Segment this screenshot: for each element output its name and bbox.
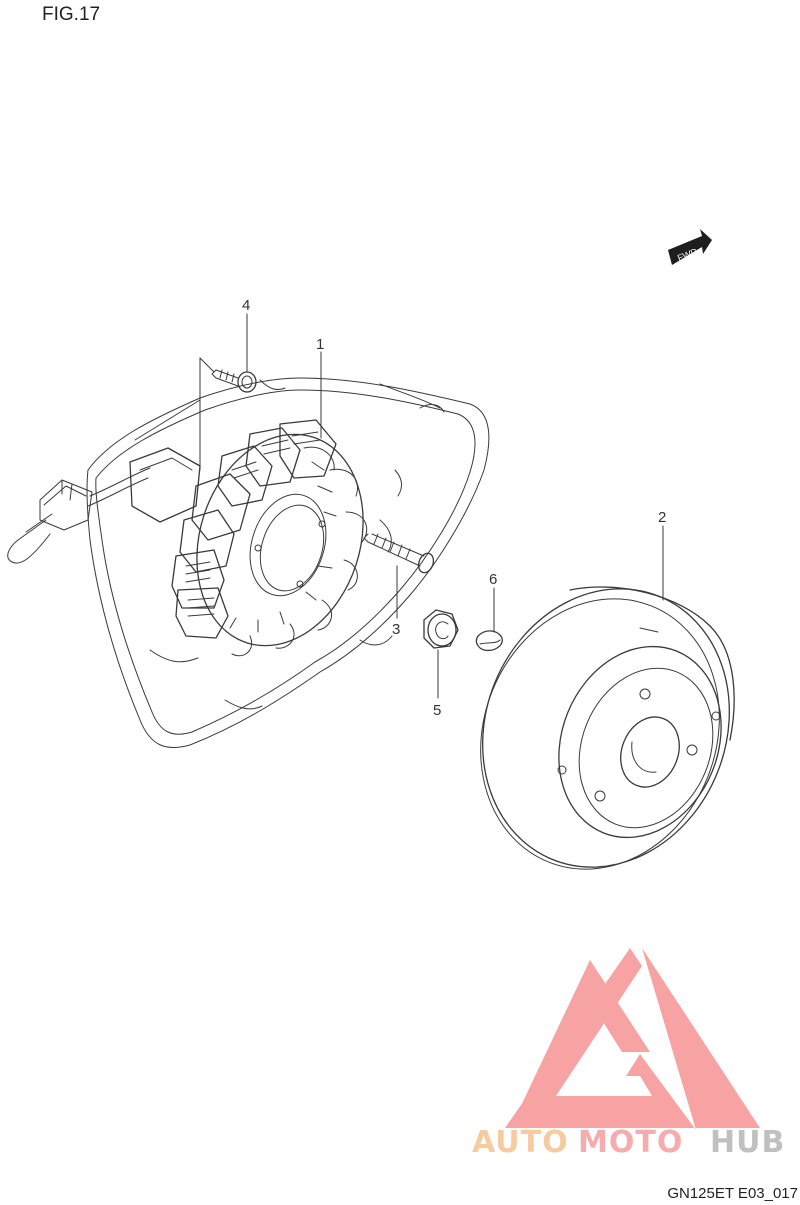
leader-lines <box>199 313 664 699</box>
wire-harness <box>7 467 151 564</box>
callout-3: 3 <box>392 621 400 638</box>
watermark-moto: MOTO <box>578 1125 683 1160</box>
callout-2: 2 <box>658 509 666 526</box>
figure-title: FIG.17 <box>42 4 101 25</box>
watermark-logo: AUTO MOTO HUB <box>472 948 785 1160</box>
callout-5: 5 <box>433 702 441 719</box>
automotohub-logo-icon <box>505 948 760 1130</box>
stator-assembly <box>129 419 368 657</box>
callout-1: 1 <box>316 336 324 353</box>
crankcase-cover <box>86 377 490 749</box>
screw-part-4 <box>211 369 257 393</box>
nut-part-5 <box>423 609 459 649</box>
watermark-auto: AUTO <box>472 1125 569 1160</box>
rotor-flywheel <box>480 586 735 870</box>
callout-6: 6 <box>489 571 497 588</box>
screw-part-3 <box>363 533 435 574</box>
reference-code: GN125ET E03_017 <box>667 1185 798 1202</box>
callout-4: 4 <box>242 297 250 314</box>
fwd-direction-icon: FWD <box>668 229 712 265</box>
watermark-hub: HUB <box>710 1125 785 1160</box>
key-part-6 <box>475 630 503 652</box>
